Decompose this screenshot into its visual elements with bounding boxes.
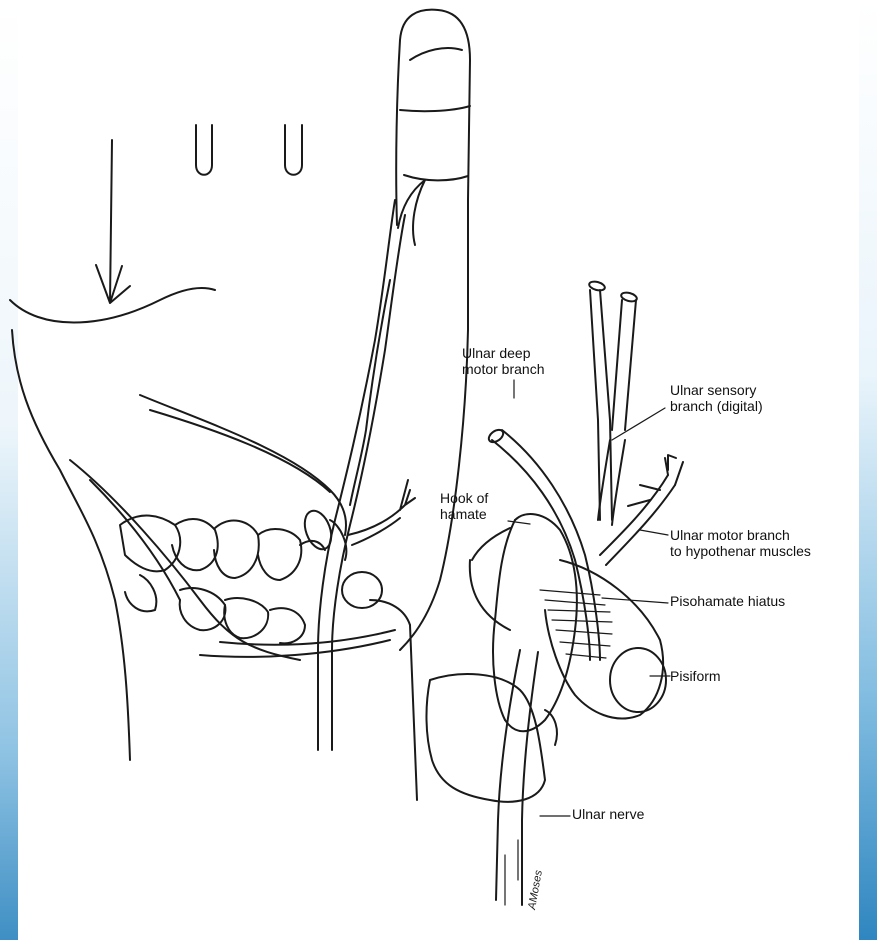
label-line: to hypothenar muscles [670, 543, 811, 559]
label-line: Ulnar motor branch [670, 527, 811, 543]
label-ulnar-motor-hypothenar: Ulnar motor branch to hypothenar muscles [670, 527, 811, 559]
label-line: Ulnar deep [462, 345, 544, 361]
label-line: hamate [440, 506, 488, 522]
hand-drawing [10, 10, 470, 800]
label-hook-of-hamate: Hook of hamate [440, 490, 488, 522]
pisiform [545, 560, 663, 718]
label-line: Hook of [440, 490, 488, 506]
sensory-branch [590, 290, 612, 520]
label-line: motor branch [462, 361, 544, 377]
deep-motor-branch [492, 430, 600, 660]
finger-tip-left [196, 125, 212, 175]
leader-hamate [508, 521, 530, 524]
label-ulnar-deep-motor: Ulnar deep motor branch [462, 345, 544, 377]
label-ulnar-sensory: Ulnar sensory branch (digital) [670, 382, 763, 414]
svg-text:AMoses: AMoses [526, 869, 545, 912]
label-pisohamate-hiatus: Pisohamate hiatus [670, 593, 785, 609]
hamate [505, 514, 577, 731]
little-finger [396, 10, 470, 650]
leader-hiatus [602, 598, 668, 603]
direction-arrow [96, 140, 130, 303]
label-pisiform: Pisiform [670, 668, 721, 684]
label-ulnar-nerve: Ulnar nerve [572, 806, 644, 822]
label-line: branch (digital) [670, 398, 763, 414]
label-line: Ulnar sensory [670, 382, 763, 398]
leader-hypothenar [640, 530, 668, 535]
artist-signature: AMoses [526, 869, 545, 912]
hand-pisiform [342, 572, 382, 608]
leader-sensory [612, 408, 665, 440]
finger-tip-right [285, 125, 302, 175]
